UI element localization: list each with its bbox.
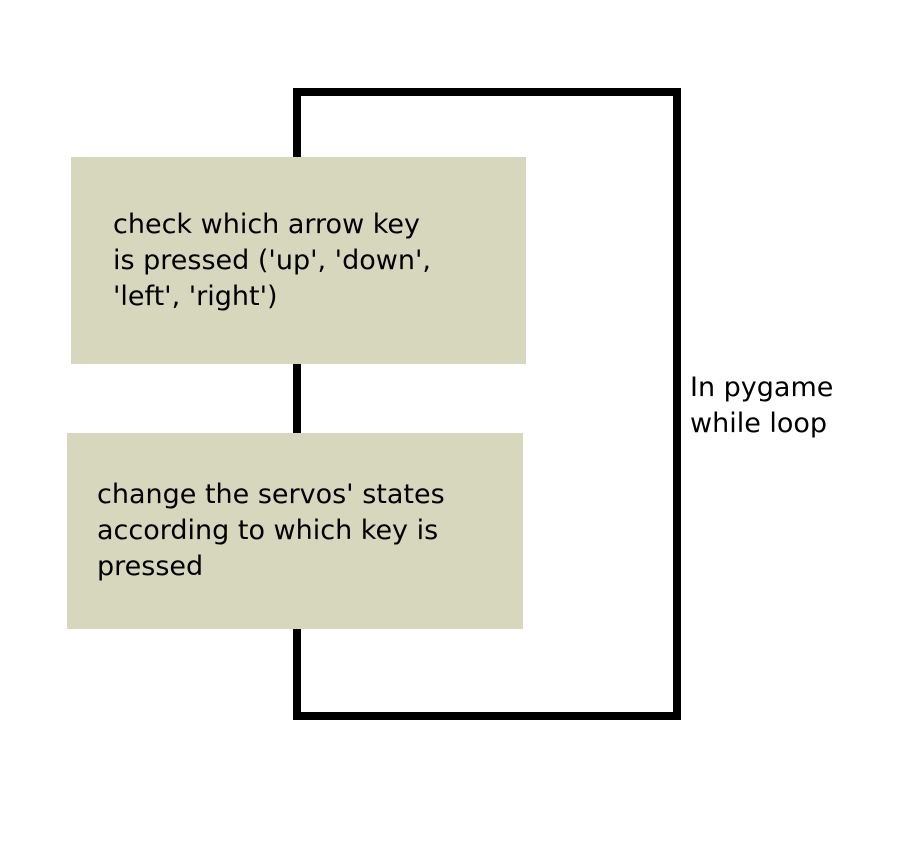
process-box-check-key: check which arrow key is pressed ('up', … xyxy=(71,157,526,364)
process-box-change-servos-label: change the servos' states according to w… xyxy=(97,479,445,582)
connector-step2-to-loop xyxy=(293,626,301,720)
process-box-check-key-label: check which arrow key is pressed ('up', … xyxy=(113,208,431,312)
loop-top-edge xyxy=(293,88,681,96)
process-box-change-servos: change the servos' states according to w… xyxy=(67,433,523,629)
connector-step1-to-step2 xyxy=(293,362,301,436)
connector-loop-to-step1 xyxy=(293,88,301,160)
loop-bottom-edge xyxy=(293,712,681,720)
loop-right-edge xyxy=(673,88,681,720)
loop-annotation-label: In pygame while loop xyxy=(690,372,834,439)
